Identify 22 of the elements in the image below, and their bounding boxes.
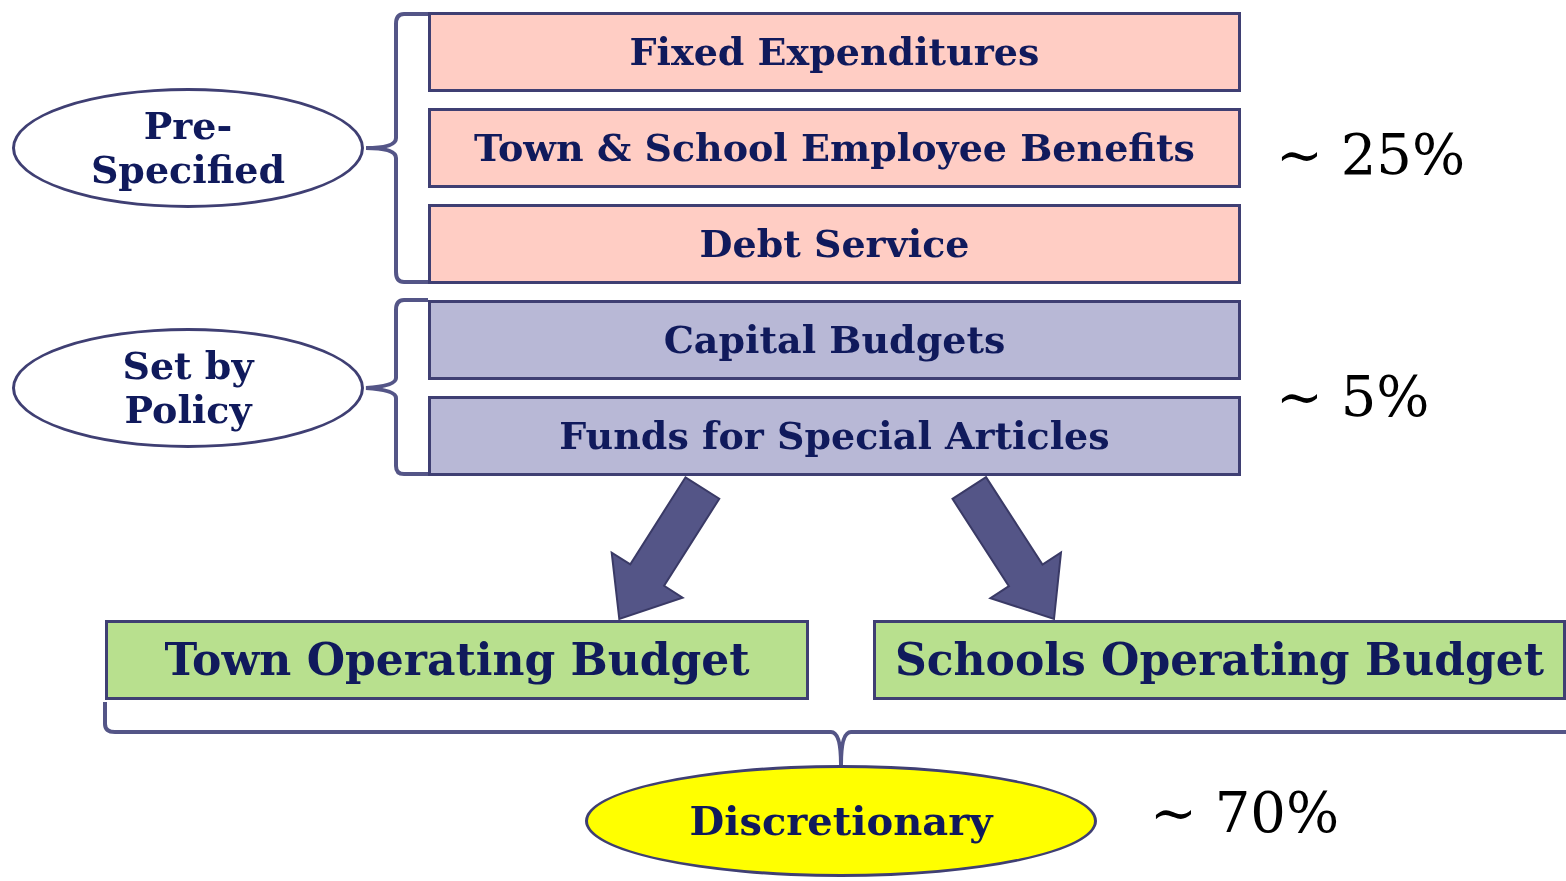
budget-box bbox=[873, 620, 1566, 700]
percentage-label: ~ 5% bbox=[1276, 364, 1430, 429]
node-label: Discretionary bbox=[689, 798, 993, 844]
node-label: Town & School Employee Benefits bbox=[474, 126, 1195, 170]
category-box bbox=[428, 12, 1241, 92]
node-label: Capital Budgets bbox=[663, 318, 1006, 362]
node-label: Debt Service bbox=[699, 222, 970, 266]
category-box bbox=[428, 300, 1241, 380]
category-box bbox=[428, 204, 1241, 284]
node-label: Set by Policy bbox=[121, 344, 256, 432]
node-label: Fixed Expenditures bbox=[629, 30, 1040, 74]
budget-box bbox=[105, 620, 809, 700]
category-box bbox=[428, 108, 1241, 188]
block-arrow bbox=[610, 475, 721, 621]
percentage-label: ~ 70% bbox=[1150, 780, 1340, 845]
percentage-label: ~ 25% bbox=[1276, 122, 1466, 187]
category-box bbox=[428, 396, 1241, 476]
node-label: Pre-Specified bbox=[89, 104, 287, 192]
node-label: Funds for Special Articles bbox=[559, 414, 1110, 458]
node-label: Schools Operating Budget bbox=[895, 634, 1544, 686]
block-arrow bbox=[951, 475, 1063, 621]
node-label: Town Operating Budget bbox=[164, 634, 750, 686]
